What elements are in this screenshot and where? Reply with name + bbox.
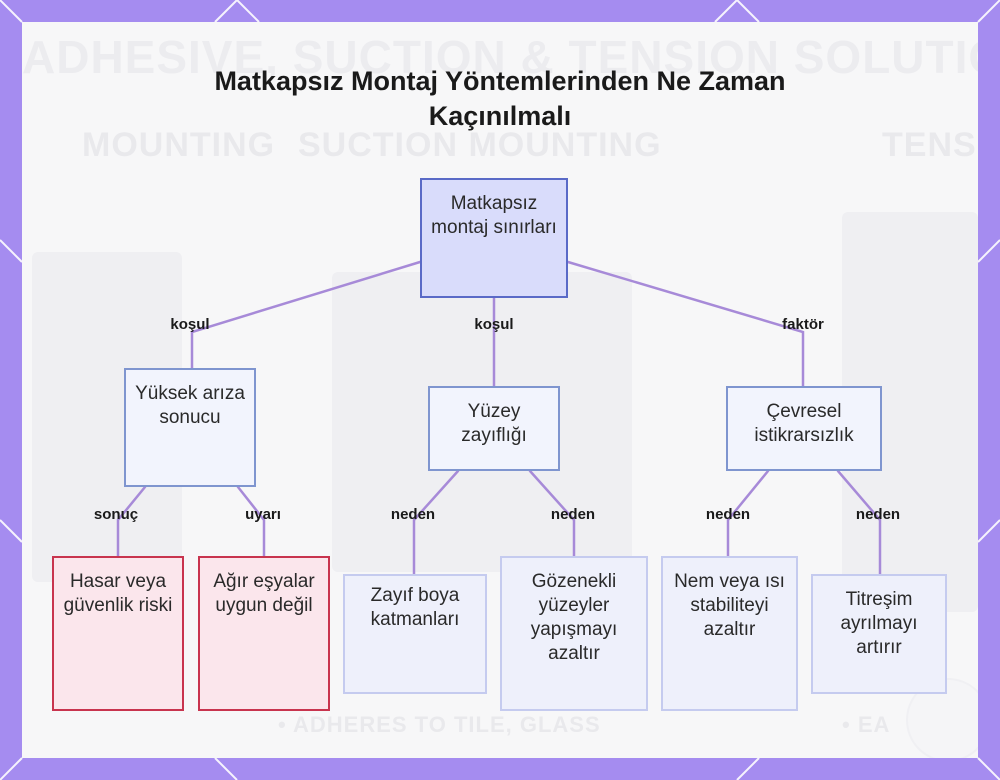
node-root: Matkapsız montaj sınırları bbox=[420, 178, 568, 298]
node-heavy: Ağır eşyalar uygun değil bbox=[198, 556, 330, 711]
edge-label-root-high: koşul bbox=[170, 316, 209, 333]
edge-root-high bbox=[192, 262, 420, 368]
edge-label-root-surface: koşul bbox=[474, 316, 513, 333]
node-high-risk: Yüksek arıza sonucu bbox=[124, 368, 256, 487]
edge-label-high-damage: sonuç bbox=[94, 506, 138, 523]
node-humidity: Nem veya ısı stabiliteyi azaltır bbox=[661, 556, 798, 711]
edge-root-env bbox=[568, 262, 803, 386]
edge-label-surface-paint: neden bbox=[391, 506, 435, 523]
node-surface: Yüzey zayıflığı bbox=[428, 386, 560, 471]
edge-label-env-humidity: neden bbox=[706, 506, 750, 523]
edge-label-root-env: faktör bbox=[782, 316, 824, 333]
diagram-title: Matkapsız Montaj Yöntemlerinden Ne Zaman… bbox=[200, 64, 800, 134]
node-environment: Çevresel istikrarsızlık bbox=[726, 386, 882, 471]
edge-label-surface-porous: neden bbox=[551, 506, 595, 523]
node-vibration: Titreşim ayrılmayı artırır bbox=[811, 574, 947, 694]
node-paint: Zayıf boya katmanları bbox=[343, 574, 487, 694]
edge-label-env-vibration: neden bbox=[856, 506, 900, 523]
node-damage: Hasar veya güvenlik riski bbox=[52, 556, 184, 711]
node-porous: Gözenekli yüzeyler yapışmayı azaltır bbox=[500, 556, 648, 711]
edge-label-high-heavy: uyarı bbox=[245, 506, 281, 523]
